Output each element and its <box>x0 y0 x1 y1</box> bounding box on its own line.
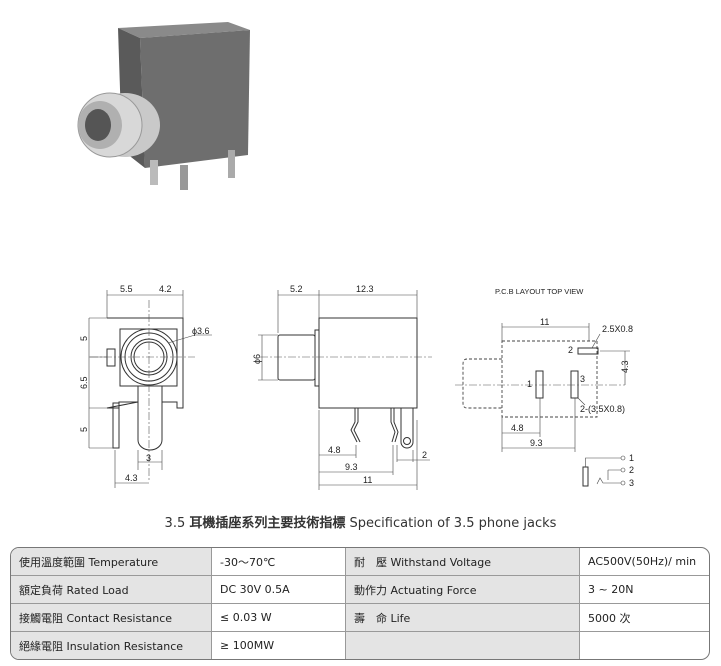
spec-value <box>580 632 709 659</box>
spec-value: 3 ~ 20N <box>580 576 709 604</box>
dim-label: 5 <box>79 336 89 341</box>
section-title: 3.5 耳機插座系列主要技術指標 Specification of 3.5 ph… <box>0 512 721 531</box>
dim-label: 11 <box>363 475 372 485</box>
pad-label: 2 <box>568 345 573 355</box>
spec-value: -30～70℃ <box>212 548 346 576</box>
spec-label: 接觸電阻 Contact Resistance <box>11 604 212 632</box>
spec-table: 使用溫度範圍 Temperature -30～70℃ 耐 壓 Withstand… <box>10 547 710 660</box>
dim-label: 11 <box>540 317 549 327</box>
spec-value: DC 30V 0.5A <box>212 576 346 604</box>
spec-value: ≤ 0.03 W <box>212 604 346 632</box>
dim-label: 5.5 <box>120 284 133 294</box>
table-row: 使用溫度範圍 Temperature -30～70℃ 耐 壓 Withstand… <box>11 548 709 576</box>
dim-label: 4.3 <box>125 473 138 483</box>
table-row: 額定負荷 Rated Load DC 30V 0.5A 動作力 Actuatin… <box>11 576 709 604</box>
schematic-symbol: 1 2 3 <box>582 453 634 488</box>
dim-label: 4.2 <box>159 284 172 294</box>
dim-label: 2-(3.5X0.8) <box>580 404 625 414</box>
front-view: 5.5 4.2 ϕ3.6 5 6.5 5 3 4.3 <box>79 284 212 488</box>
pad-label: 1 <box>527 379 532 389</box>
spec-label: 使用溫度範圍 Temperature <box>11 548 212 576</box>
spec-value: ≥ 100MW <box>212 632 346 659</box>
pin-label: 2 <box>629 465 634 475</box>
dim-label: 4.3 <box>620 360 630 373</box>
dim-label: 2 <box>422 450 427 460</box>
section-number: 3.5 <box>164 516 186 531</box>
dim-label: 9.3 <box>345 462 358 472</box>
pcb-title: P.C.B LAYOUT TOP VIEW <box>495 287 584 296</box>
dim-label: 9.3 <box>530 438 543 448</box>
spec-label: 絕緣電阻 Insulation Resistance <box>11 632 212 659</box>
table-row: 接觸電阻 Contact Resistance ≤ 0.03 W 壽 命 Lif… <box>11 604 709 632</box>
dim-label: ϕ6 <box>252 354 262 364</box>
spec-label: 壽 命 Life <box>346 604 580 632</box>
product-photo <box>77 22 250 190</box>
dim-label: 4.8 <box>328 445 341 455</box>
pin-label: 1 <box>629 453 634 463</box>
technical-drawing: 5.5 4.2 ϕ3.6 5 6.5 5 3 4.3 5.2 12.3 ϕ6 4… <box>77 22 634 490</box>
dim-label: 4.8 <box>511 423 524 433</box>
spec-label: 耐 壓 Withstand Voltage <box>346 548 580 576</box>
side-view: 5.2 12.3 ϕ6 4.8 9.3 11 2 <box>252 284 432 490</box>
pad-label: 3 <box>580 374 585 384</box>
spec-value: 5000 次 <box>580 604 709 632</box>
dim-label: 2.5X0.8 <box>602 324 633 334</box>
pin-label: 3 <box>629 478 634 488</box>
title-chinese: 耳機插座系列主要技術指標 <box>189 516 346 531</box>
dim-label: 5 <box>79 427 89 432</box>
dim-label: 12.3 <box>356 284 374 294</box>
dim-label: 3 <box>146 453 151 463</box>
spec-value: AC500V(50Hz)/ min <box>580 548 709 576</box>
spec-label: 動作力 Actuating Force <box>346 576 580 604</box>
dim-label: 6.5 <box>79 376 89 389</box>
dim-label: 5.2 <box>290 284 303 294</box>
dim-label: ϕ3.6 <box>192 326 210 336</box>
spec-label: 額定負荷 Rated Load <box>11 576 212 604</box>
table-row: 絕緣電阻 Insulation Resistance ≥ 100MW <box>11 632 709 659</box>
title-english: Specification of 3.5 phone jacks <box>349 516 557 531</box>
spec-label <box>346 632 580 659</box>
pcb-layout: P.C.B LAYOUT TOP VIEW 11 2.5X0.8 1 2 3 4… <box>455 287 634 488</box>
